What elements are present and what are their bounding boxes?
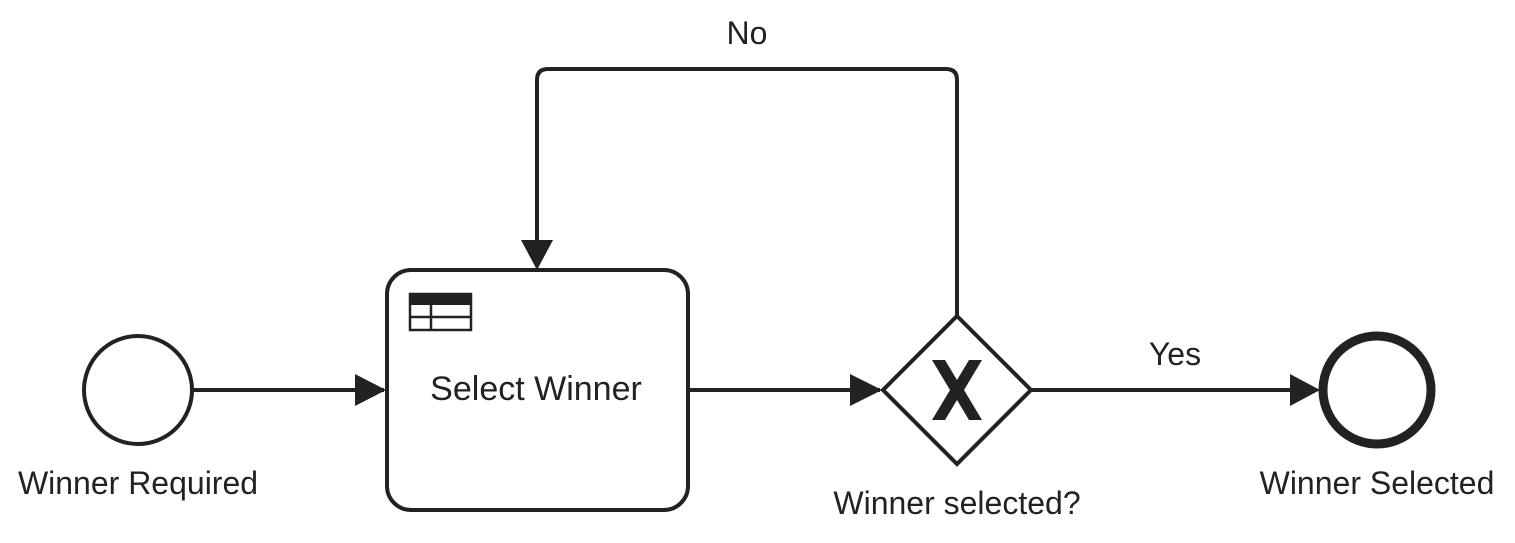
end-event-label: Winner Selected [1260,465,1495,501]
flow-task-to-gateway-arrowhead [850,374,882,406]
flow-start-to-task-arrowhead [355,374,386,406]
exclusive-gateway[interactable] [880,313,1034,467]
task-select-winner[interactable]: Select Winner [385,268,690,512]
exclusive-gateway-x-icon [932,360,982,420]
end-event-circle[interactable] [1318,331,1436,449]
flow-gateway-loop-back-arrowhead [521,240,553,270]
flow-gateway-to-end-arrowhead [1290,374,1320,406]
flow-gateway-loop-back[interactable] [535,67,959,315]
gateway-label: Winner selected? [833,485,1080,521]
start-event-circle[interactable] [82,334,194,446]
task-label: Select Winner [430,370,642,408]
flow-yes-label: Yes [1149,336,1201,372]
business-rule-table-icon [408,292,473,332]
flow-no-label: No [727,15,768,51]
start-event-label: Winner Required [18,465,258,501]
